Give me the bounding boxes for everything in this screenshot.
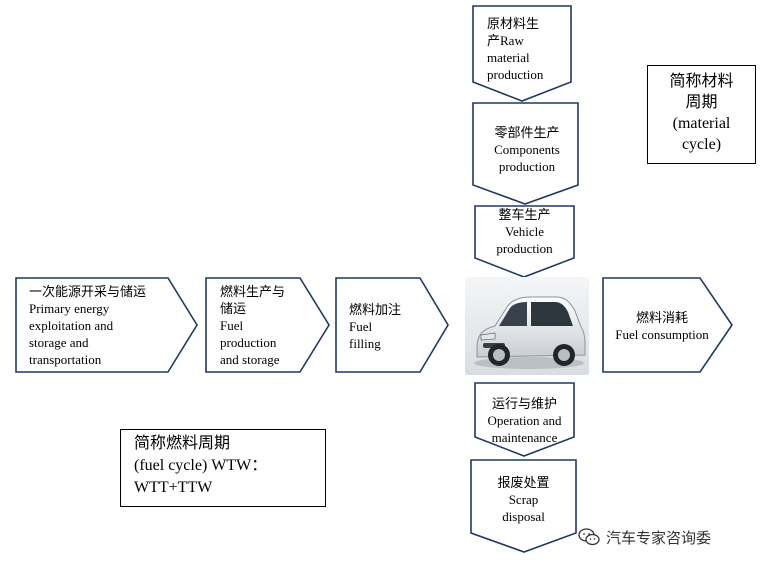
material-step-4-label: 运行与维护 Operation and maintenance: [487, 396, 562, 445]
watermark-text: 汽车专家咨询委: [606, 528, 712, 547]
fuel-step-3-label: 燃料加注 Fuel filling: [349, 302, 402, 351]
fuel-step-1-arrow: [15, 277, 198, 373]
fuel-step-3-arrow: [335, 277, 449, 373]
fuel-step-4-arrow: [602, 277, 733, 373]
wechat-icon: [578, 528, 600, 546]
material-cycle-note: 简称材料 周期 (material cycle): [647, 65, 756, 164]
material-step-1-label: 原材料生 产Raw material production: [487, 16, 544, 82]
fuel-step-2-arrow: [205, 277, 330, 373]
material-step-1-arrow: [472, 5, 572, 102]
fuel-step-4-label: 燃料消耗 Fuel consumption: [615, 310, 709, 342]
watermark: 汽车专家咨询委: [578, 526, 711, 548]
material-step-2-label: 零部件生产 Components production: [494, 125, 560, 174]
car-photo: [465, 277, 589, 375]
fuel-step-2-label: 燃料生产与 储运 Fuel production and storage: [220, 284, 286, 367]
material-step-5-arrow: [470, 459, 577, 553]
fuel-cycle-note-text: 简称燃料周期 (fuel cycle) WTW： WTT+TTW: [134, 435, 268, 496]
fuel-cycle-note: 简称燃料周期 (fuel cycle) WTW： WTT+TTW: [120, 429, 326, 507]
car-illustration-icon: [465, 277, 589, 375]
material-step-3-label: 整车生产 Vehicle production: [496, 207, 553, 256]
material-step-3-arrow: [474, 205, 575, 278]
material-cycle-note-text: 简称材料 周期 (material cycle): [669, 73, 734, 153]
material-step-2-arrow: [472, 102, 579, 205]
material-step-4-arrow: [474, 382, 575, 457]
material-step-5-label: 报废处置 Scrap disposal: [497, 475, 550, 524]
fuel-step-1-label: 一次能源开采与储运 Primary energy exploitation an…: [29, 284, 147, 367]
